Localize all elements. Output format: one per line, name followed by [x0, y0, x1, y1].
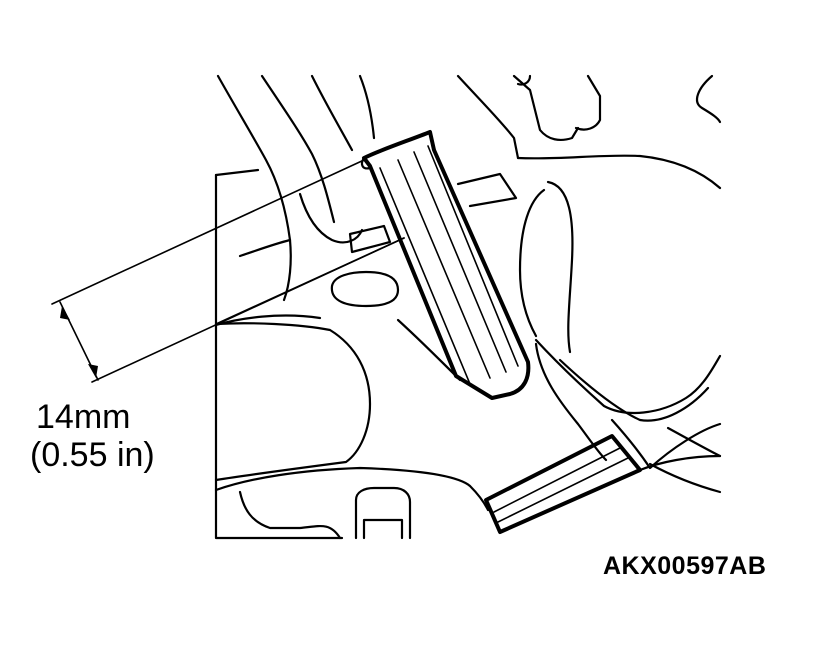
rocker-area-casting	[456, 74, 722, 494]
cylinder-head-casting	[214, 74, 490, 540]
valve-stem	[484, 434, 722, 534]
figure-id-label: AKX00597AB	[603, 552, 767, 580]
measurement-mm-label: 14mm	[36, 398, 131, 436]
valve-guide	[360, 130, 531, 400]
arrow-down-icon	[88, 364, 98, 378]
arrow-up-icon	[60, 306, 70, 320]
dimension-arrows	[60, 306, 98, 378]
measurement-in-label: (0.55 in)	[30, 436, 155, 474]
